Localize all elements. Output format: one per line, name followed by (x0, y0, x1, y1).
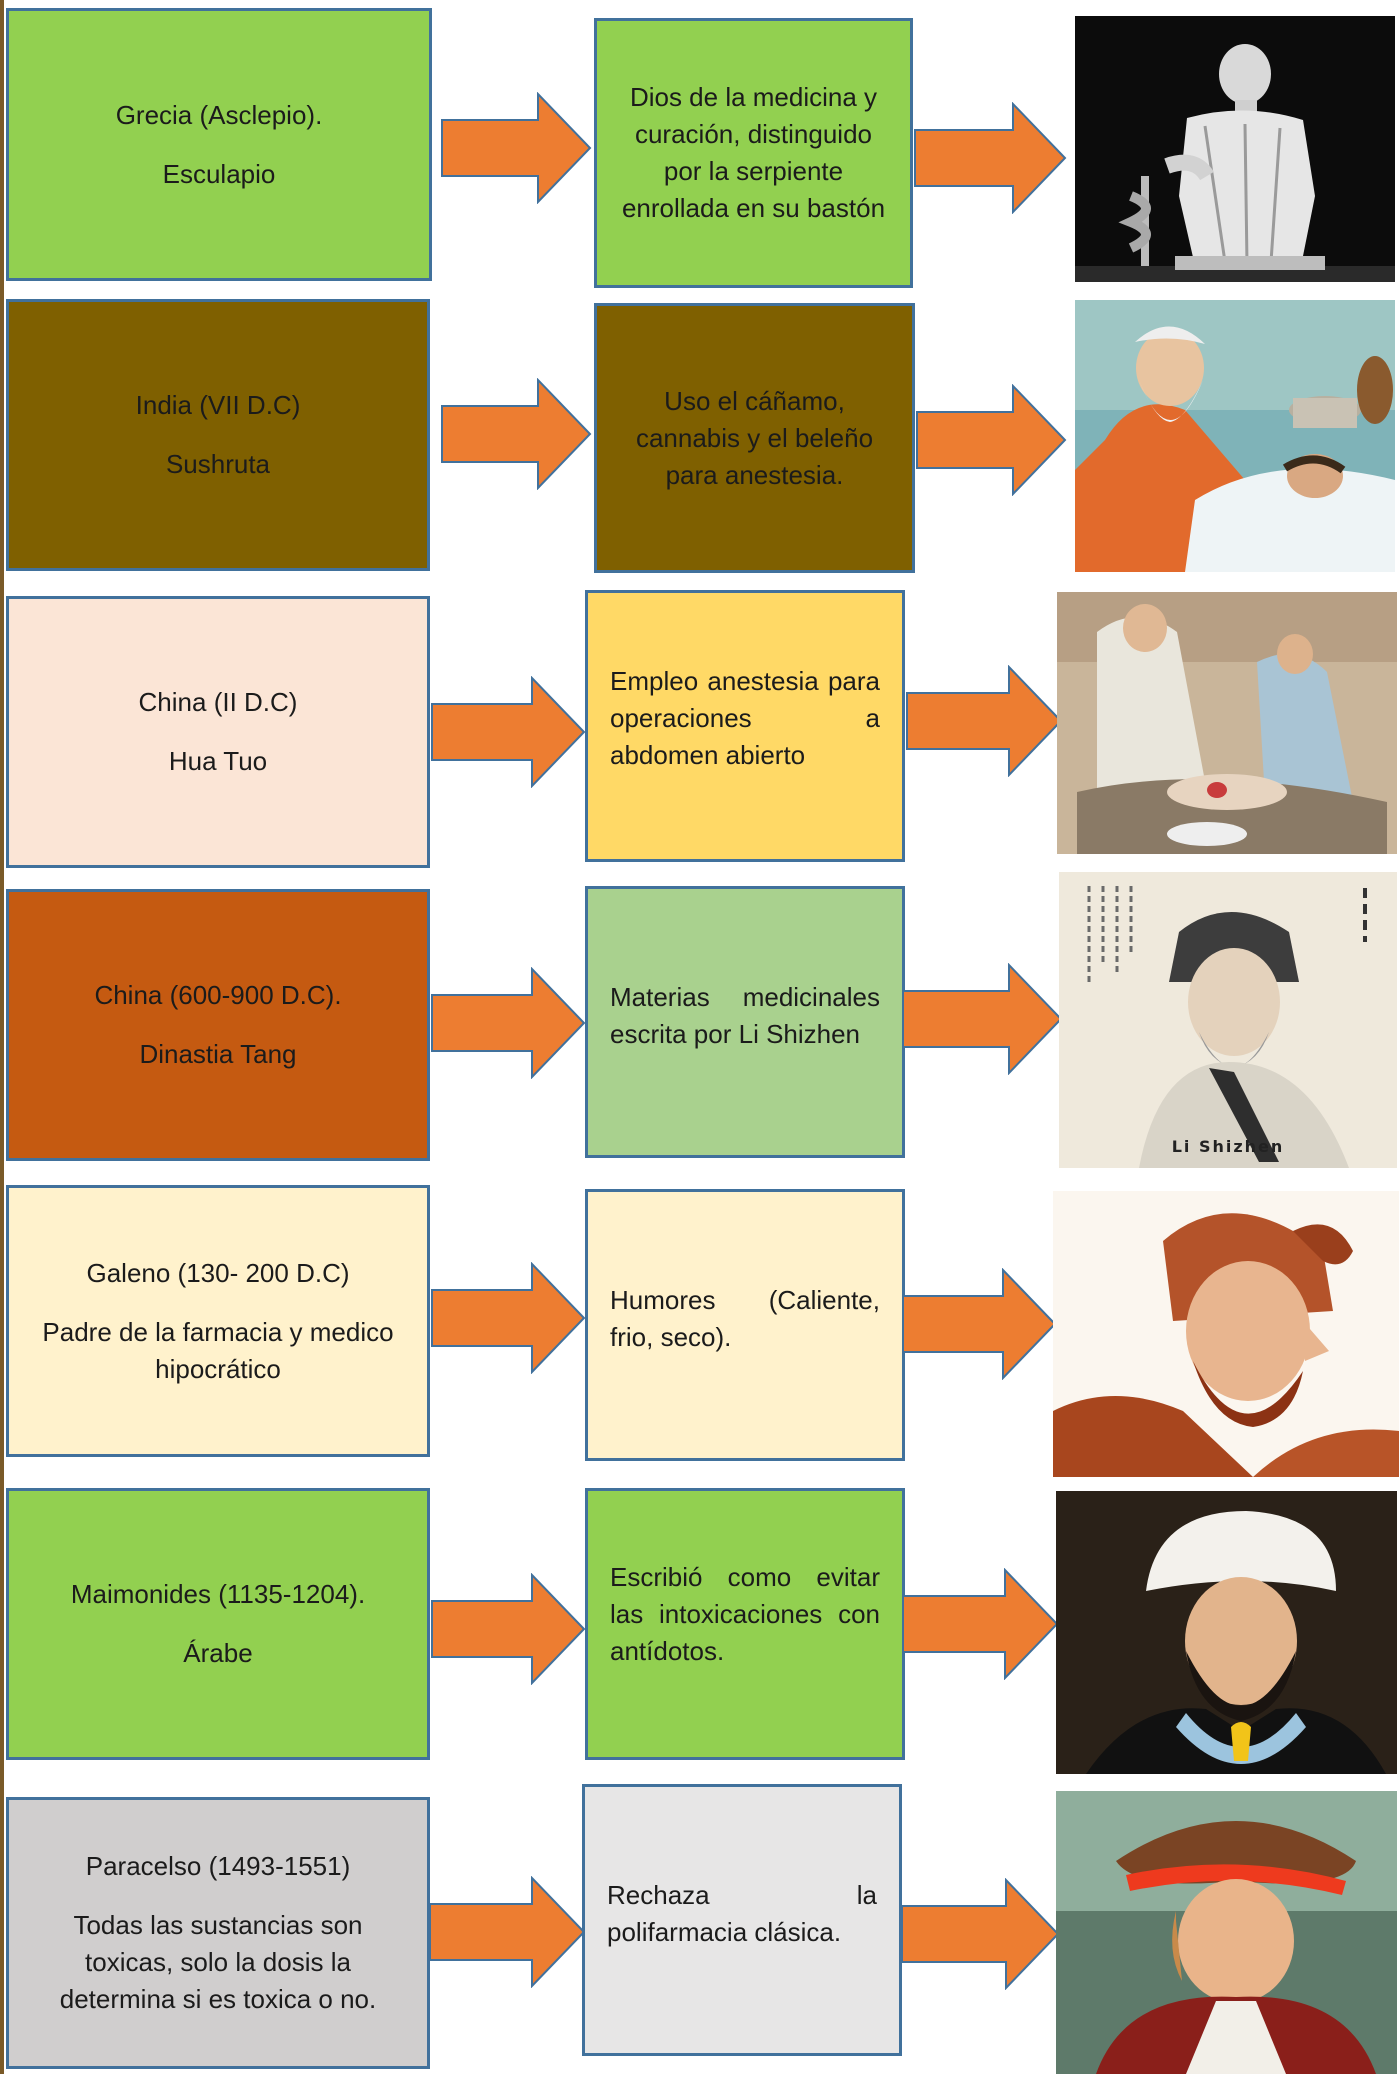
arrow-icon (429, 1876, 586, 1988)
arrow-icon (902, 1568, 1059, 1680)
detail-text-5: Humores (Caliente, frio, seco). (610, 1285, 880, 1352)
left-margin-rule (0, 0, 4, 2074)
paracelsus-portrait-image (1056, 1791, 1397, 2074)
detail-box-7: Rechaza la polifarmacia clásica. (582, 1784, 902, 2056)
origin-subtitle-1: Esculapio (162, 158, 276, 189)
origin-box-3: China (II D.C) Hua Tuo (6, 596, 430, 868)
origin-subtitle-6: Árabe (183, 1638, 253, 1668)
arrow-icon (902, 963, 1063, 1075)
galen-engraving-image (1053, 1191, 1399, 1477)
sushruta-painting-image (1075, 300, 1395, 572)
detail-box-6: Escribió como evitar las intoxicaciones … (585, 1488, 905, 1760)
origin-box-7: Paracelso (1493-1551) Todas las sustanci… (6, 1797, 430, 2069)
origin-subtitle-2: Sushruta (165, 449, 271, 479)
arrow-icon (431, 676, 586, 788)
origin-subtitle-3: Hua Tuo (168, 746, 268, 776)
arrow-icon (431, 967, 586, 1079)
detail-box-1: Dios de la medicina y curación, distingu… (594, 18, 913, 288)
origin-box-1: Grecia (Asclepio). Esculapio (6, 8, 432, 281)
origin-box-4: China (600-900 D.C). Dinastia Tang (6, 889, 430, 1161)
detail-text-4: Materias medicinales escrita por Li Shiz… (610, 982, 880, 1049)
asclepius-statue-image (1075, 16, 1395, 282)
origin-subtitle-5: Padre de la farmacia y medico hipocrátic… (42, 1316, 394, 1384)
arrow-icon (914, 102, 1067, 214)
detail-text-1: Dios de la medicina y curación, distingu… (621, 82, 886, 223)
li-shizhen-portrait-image: Li Shizhen (1059, 872, 1397, 1168)
detail-text-2: Uso el cáñamo, cannabis y el beleño para… (635, 385, 874, 490)
origin-box-2: India (VII D.C) Sushruta (6, 299, 430, 571)
arrow-icon (916, 384, 1067, 496)
detail-box-5: Humores (Caliente, frio, seco). (585, 1189, 905, 1461)
detail-box-2: Uso el cáñamo, cannabis y el beleño para… (594, 303, 915, 573)
origin-subtitle-7: Todas las sustancias son toxicas, solo l… (59, 1910, 377, 2014)
arrow-icon (431, 1573, 586, 1685)
arrow-icon (431, 1262, 586, 1374)
detail-box-4: Materias medicinales escrita por Li Shiz… (585, 886, 905, 1158)
detail-text-7: Rechaza la polifarmacia clásica. (607, 1880, 877, 1947)
detail-box-3: Empleo anestesia para operaciones a abdo… (585, 590, 905, 862)
origin-title-3: China (II D.C) (138, 687, 298, 717)
arrow-icon (901, 1878, 1060, 1990)
origin-title-4: China (600-900 D.C). (94, 980, 342, 1010)
image-caption: Li Shizhen (1171, 1137, 1285, 1156)
origin-title-2: India (VII D.C) (135, 390, 301, 420)
origin-title-5: Galeno (130- 200 D.C) (86, 1257, 350, 1288)
arrow-icon (441, 378, 592, 490)
hua-tuo-surgery-painting-image (1057, 592, 1397, 854)
origin-box-5: Galeno (130- 200 D.C) Padre de la farmac… (6, 1185, 430, 1457)
detail-text-3: Empleo anestesia para operaciones a abdo… (610, 666, 880, 770)
arrow-icon (902, 1268, 1057, 1380)
arrow-icon (906, 665, 1063, 777)
origin-title-7: Paracelso (1493-1551) (85, 1851, 351, 1881)
origin-subtitle-4: Dinastia Tang (139, 1039, 297, 1069)
origin-box-6: Maimonides (1135-1204). Árabe (6, 1488, 430, 1760)
maimonides-portrait-image (1056, 1491, 1397, 1774)
origin-title-6: Maimonides (1135-1204). (70, 1579, 366, 1609)
detail-text-6: Escribió como evitar las intoxicaciones … (610, 1562, 880, 1666)
origin-title-1: Grecia (Asclepio). (115, 99, 323, 130)
arrow-icon (441, 92, 592, 204)
